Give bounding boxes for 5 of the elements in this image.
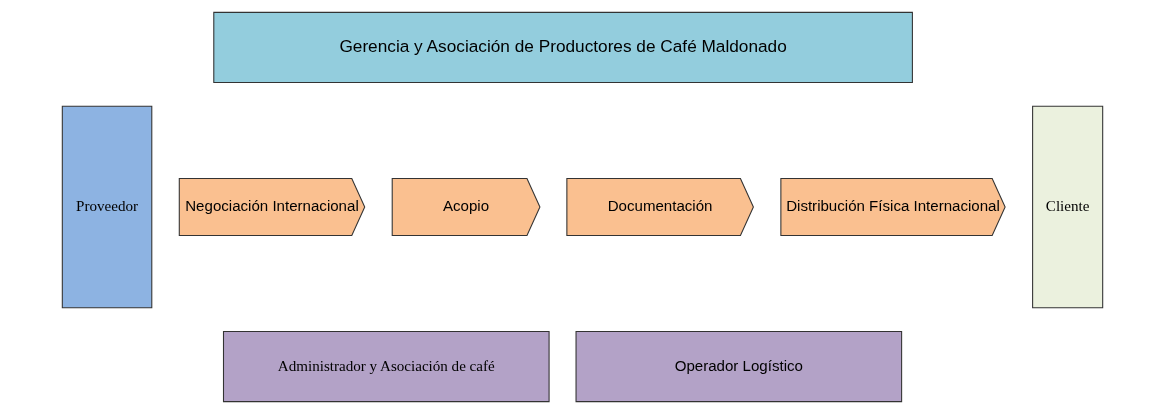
node-box: Cliente [1032,105,1104,309]
node-box: Proveedor [61,105,153,309]
node-box: Administrador y Asociación de café [222,330,550,403]
node-box: Gerencia y Asociación de Productores de Café Maldonado [213,11,913,84]
node-box: Operador Logístico [575,330,903,403]
